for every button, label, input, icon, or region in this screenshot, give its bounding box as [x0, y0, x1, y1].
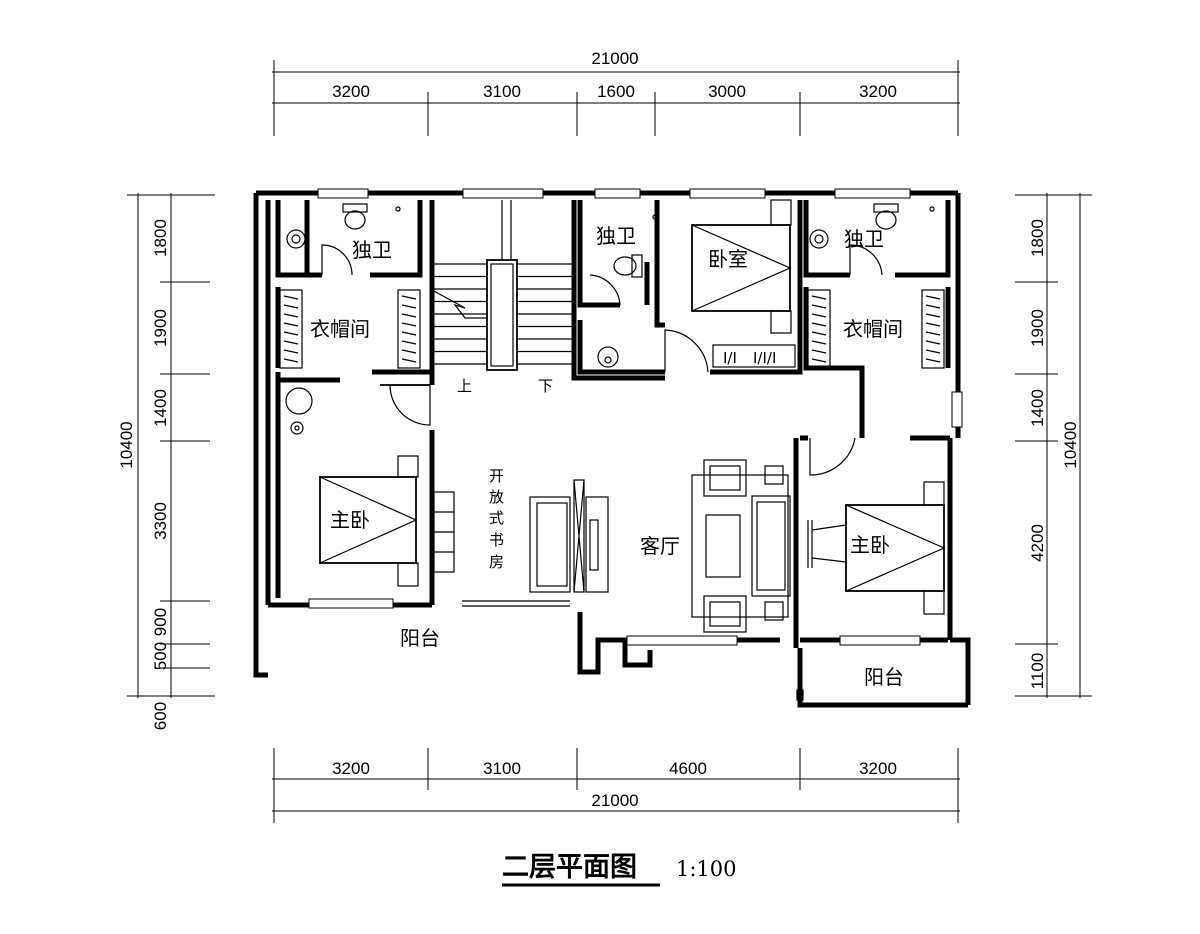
room-balcony-right: 阳台 — [864, 665, 904, 689]
doors — [321, 244, 883, 476]
stairs-up-label: 上 — [457, 377, 472, 395]
room-study-char-3: 式 — [489, 509, 504, 527]
bottom-seg-4: 3200 — [859, 759, 897, 778]
left-seg-3: 1400 — [151, 389, 170, 427]
walls — [253, 190, 971, 708]
drawing-title: 二层平面图 1:100 — [502, 852, 737, 887]
plan-title: 二层平面图 — [502, 852, 637, 883]
room-study-char-1: 开 — [489, 467, 504, 485]
room-master-right: 主卧 — [850, 533, 890, 557]
top-seg-2: 3100 — [483, 82, 521, 101]
left-seg-1: 1800 — [151, 219, 170, 257]
fixtures: I/I I/I/I — [279, 199, 946, 701]
stairs: 上 下 — [431, 200, 574, 395]
room-bath-right: 独卫 — [844, 227, 884, 251]
top-total-label: 21000 — [591, 49, 638, 68]
top-seg-1: 3200 — [332, 82, 370, 101]
room-master-left: 主卧 — [330, 508, 370, 532]
top-dimensions: 21000 3200 3100 1600 3000 3200 — [272, 49, 960, 136]
left-seg-5: 900 — [151, 608, 170, 636]
svg-text:I/I: I/I — [723, 349, 737, 367]
right-seg-2: 1900 — [1028, 309, 1047, 347]
bottom-seg-1: 3200 — [332, 759, 370, 778]
bottom-dimensions: 3200 3100 4600 3200 21000 — [272, 748, 960, 823]
bottom-total-label: 21000 — [591, 791, 638, 810]
right-seg-1: 1800 — [1028, 219, 1047, 257]
top-seg-3: 1600 — [597, 82, 635, 101]
left-seg-2: 1900 — [151, 309, 170, 347]
room-study-char-4: 书 — [489, 531, 504, 549]
top-seg-5: 3200 — [859, 82, 897, 101]
top-seg-4: 3000 — [708, 82, 746, 101]
room-living: 客厅 — [640, 534, 680, 558]
stairs-down-label: 下 — [538, 377, 553, 395]
room-closet-left: 衣帽间 — [310, 317, 370, 341]
room-study-char-5: 房 — [489, 553, 504, 571]
svg-text:I/I/I: I/I/I — [753, 349, 776, 367]
room-balcony-left: 阳台 — [400, 626, 440, 650]
left-seg-4: 3300 — [151, 502, 170, 540]
room-bedroom: 卧室 — [708, 247, 748, 271]
left-seg-6: 500 — [151, 642, 170, 670]
right-seg-4: 4200 — [1028, 524, 1047, 562]
right-dimensions: 10400 1800 1900 1400 4200 1100 — [1015, 193, 1092, 698]
room-labels: 独卫 独卫 卧室 独卫 衣帽间 衣帽间 主卧 主卧 开 放 式 书 房 客厅 阳… — [310, 224, 904, 689]
room-closet-right: 衣帽间 — [843, 317, 903, 341]
windows — [308, 188, 963, 646]
bottom-seg-2: 3100 — [483, 759, 521, 778]
room-study-char-2: 放 — [489, 488, 504, 506]
plan-scale: 1:100 — [676, 857, 737, 881]
room-bath-left: 独卫 — [352, 238, 392, 262]
left-total-label: 10400 — [117, 421, 136, 468]
room-bath-mid: 独卫 — [596, 224, 636, 248]
right-total-label: 10400 — [1061, 421, 1080, 468]
left-dimensions: 10400 1800 1900 1400 3300 900 500 600 — [117, 193, 215, 730]
left-seg-7: 600 — [151, 702, 170, 730]
right-seg-5: 1100 — [1028, 653, 1047, 690]
right-seg-3: 1400 — [1028, 389, 1047, 427]
bottom-seg-3: 4600 — [669, 759, 707, 778]
